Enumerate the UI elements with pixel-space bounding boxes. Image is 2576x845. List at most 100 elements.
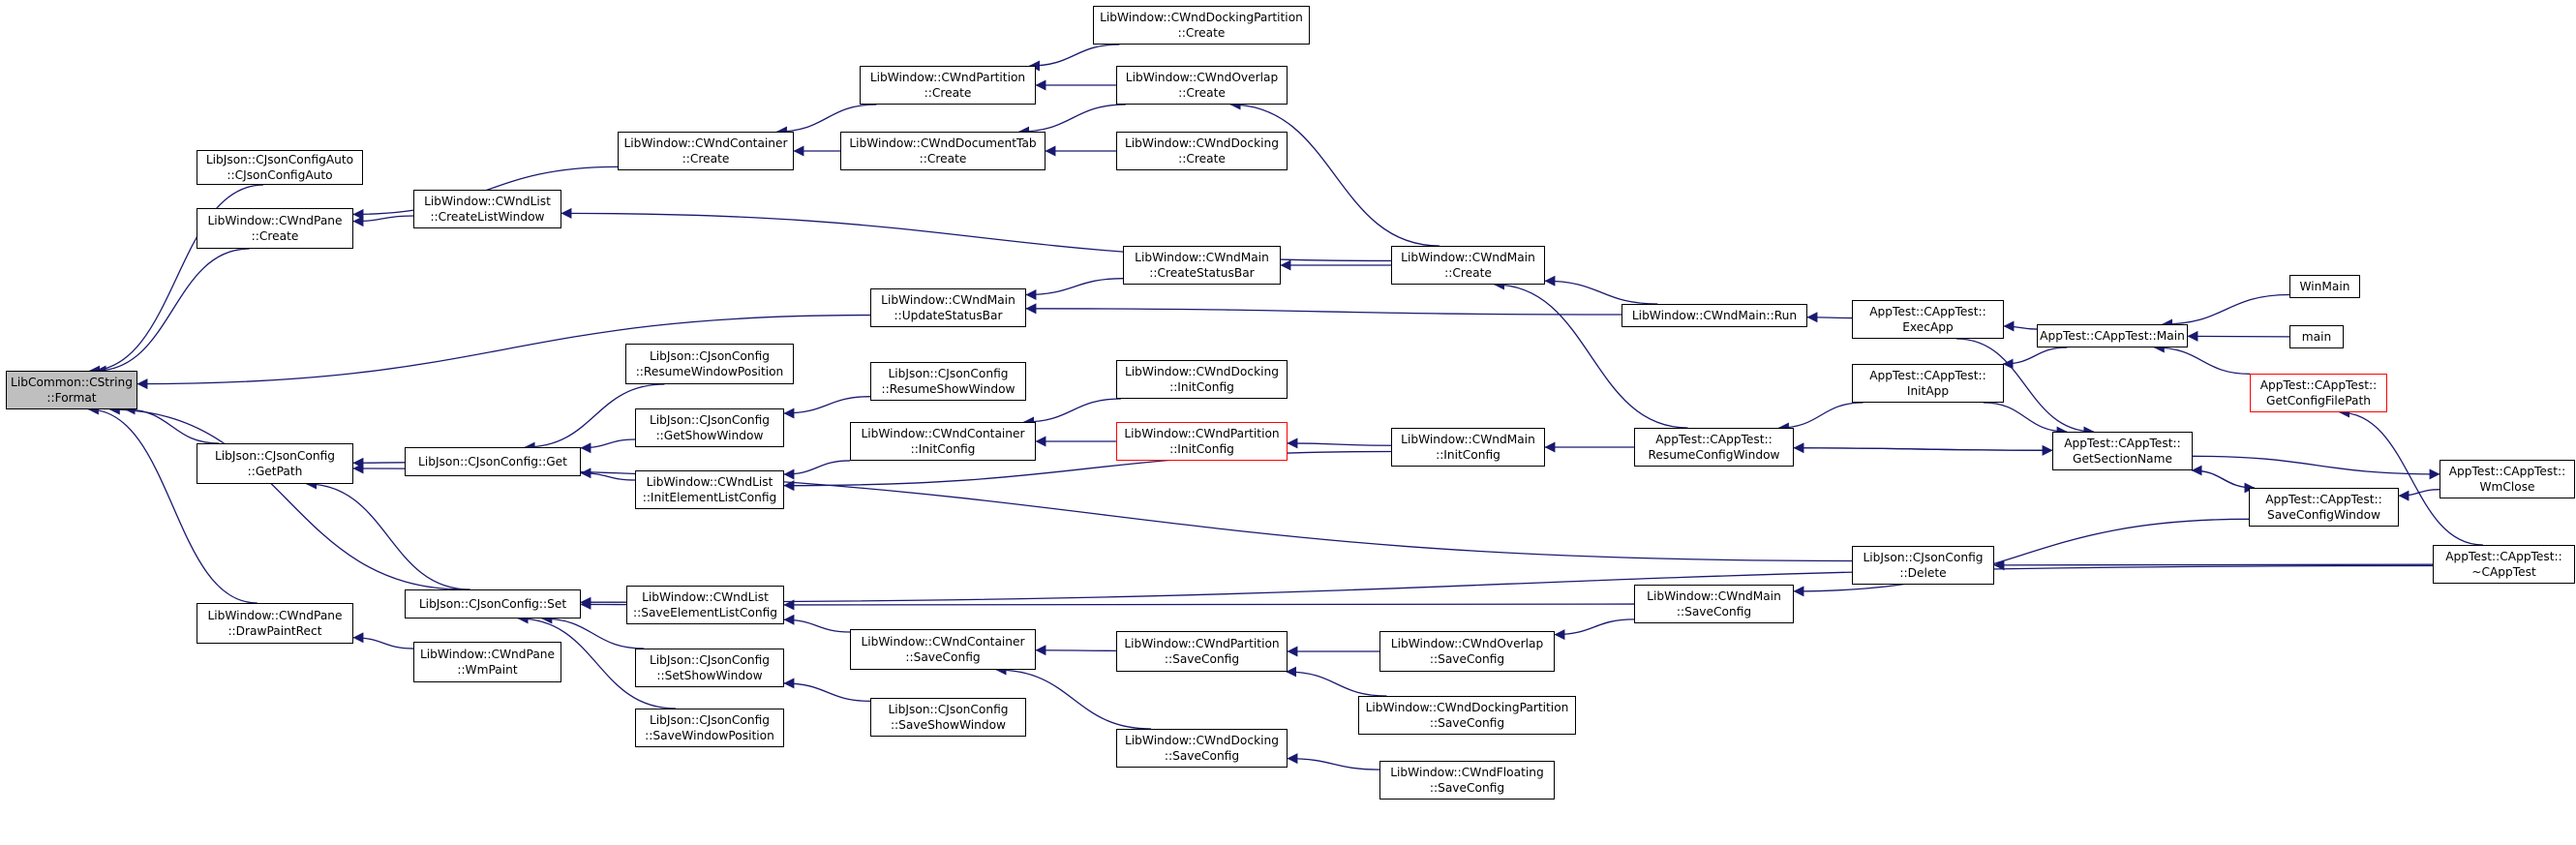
node-label-line1: AppTest::CAppTest::Main [2040,329,2185,343]
edge-wndpane-wmpaint-to-wndpane-drawpaintrect [352,632,414,649]
edge-wnddockingpartition-create-to-wndpartition-create [1028,44,1120,72]
node-label-line1: LibWindow::CWndMain [1647,589,1781,603]
node-wndoverlap-create[interactable]: LibWindow::CWndOverlap::Create [1116,66,1288,105]
node-label-line1: LibJson::CJsonConfig [1863,551,1984,564]
node-label-line2: ::ResumeWindowPosition [635,365,784,378]
node-label-line2: ~CAppTest [2471,565,2536,579]
edge-wndmain-run-to-wndmain-updatestatusbar [1025,303,1622,316]
edge-getsectionname-to-wmclose [2192,455,2440,480]
node-wndpane-wmpaint[interactable]: LibWindow::CWndPane::WmPaint [413,642,561,682]
edge-destructor-to-getconfigfilepath [2339,407,2483,546]
node-label-line2: ::InitConfig [1436,448,1500,462]
node-label-line1: LibWindow::CWndMain [1401,251,1535,264]
node-initelementlistconfig[interactable]: LibWindow::CWndList::InitElementListConf… [635,470,784,509]
node-getconfigfilepath[interactable]: AppTest::CAppTest::GetConfigFilePath [2250,374,2387,412]
node-wndmain-createstatusbar[interactable]: LibWindow::CWndMain::CreateStatusBar [1123,246,1281,285]
node-wndmain-updatestatusbar[interactable]: LibWindow::CWndMain::UpdateStatusBar [870,288,1026,327]
node-resumeconfigwindow[interactable]: AppTest::CAppTest::ResumeConfigWindow [1634,428,1794,467]
edge-wndoverlap-create-to-wnddocumenttab-create [1018,104,1126,137]
edge-resumeconfigwindow-to-wndmain-create [1493,279,1688,429]
node-label-line2: ::GetShowWindow [655,429,764,442]
node-wndmain-saveconfig[interactable]: LibWindow::CWndMain::SaveConfig [1634,585,1794,623]
node-wndpartition-saveconfig[interactable]: LibWindow::CWndPartition::SaveConfig [1116,631,1288,672]
node-wndcontainer-initconfig[interactable]: LibWindow::CWndContainer::InitConfig [850,422,1036,461]
node-label-line1: AppTest::CAppTest:: [2064,437,2181,450]
node-getsectionname[interactable]: AppTest::CAppTest::GetSectionName [2052,432,2193,470]
edge-setshowwindow-to-jsonconfig-set [541,613,645,649]
node-initapp[interactable]: AppTest::CAppTest::InitApp [1852,364,2004,403]
node-resumeshowwindow[interactable]: LibJson::CJsonConfig::ResumeShowWindow [870,362,1026,401]
edge-wndpartition-saveconfig-to-wndcontainer-saveconfig [1035,645,1117,656]
node-wnddockingpartition-saveconfig[interactable]: LibWindow::CWndDockingPartition::SaveCon… [1358,696,1576,735]
node-jsonconfig-delete[interactable]: LibJson::CJsonConfig::Delete [1852,546,1994,585]
node-main[interactable]: main [2289,325,2344,348]
node-saveelementlistconfig[interactable]: LibWindow::CWndList::SaveElementListConf… [626,586,784,624]
node-label-line2: ::SaveConfig [1164,652,1240,666]
node-label-line1: LibWindow::CWndDocking [1125,365,1279,378]
node-saveconfigwindow[interactable]: AppTest::CAppTest::SaveConfigWindow [2249,488,2399,527]
node-jsonconfig-set[interactable]: LibJson::CJsonConfig::Set [405,589,581,619]
edge-wndcontainer-initconfig-to-initelementlistconfig [783,460,851,480]
node-label-line1: LibJson::CJsonConfig [888,703,1009,716]
node-label-line2: ::SaveConfig [1429,652,1505,666]
node-wndmain-run[interactable]: LibWindow::CWndMain::Run [1621,304,1807,327]
node-savewindowposition[interactable]: LibJson::CJsonConfig::SaveWindowPosition [635,709,784,747]
node-execapp[interactable]: AppTest::CAppTest::ExecApp [1852,300,2004,339]
node-label-line2: ::Create [924,86,972,100]
edge-initapp-to-resumeconfigwindow [1777,402,1864,434]
node-wnddocking-saveconfig[interactable]: LibWindow::CWndDocking::SaveConfig [1116,729,1288,768]
node-wnddocking-initconfig[interactable]: LibWindow::CWndDocking::InitConfig [1116,360,1288,399]
node-jsonconfig-getpath[interactable]: LibJson::CJsonConfig::GetPath [197,443,353,484]
edge-wndcontainer-saveconfig-to-saveelementlistconfig [783,614,851,633]
node-label-line2: ::SaveConfig [1676,605,1752,619]
node-label-line2: ::Create [919,152,967,166]
node-wndmain-create[interactable]: LibWindow::CWndMain::Create [1391,246,1545,285]
edge-wndmain-run-to-wndmain-create [1544,275,1658,305]
edge-wndlist-createlistwindow-to-wndpane-create [352,215,414,227]
node-label-line1: AppTest::CAppTest:: [1869,369,1986,382]
edge-saveshowwindow-to-setshowwindow [783,678,871,702]
node-jsonconfig-get[interactable]: LibJson::CJsonConfig::Get [405,447,581,476]
node-label-line1: AppTest::CAppTest:: [1869,305,1986,318]
node-wndlist-createlistwindow[interactable]: LibWindow::CWndList::CreateListWindow [413,190,561,228]
node-wndpartition-initconfig[interactable]: LibWindow::CWndPartition::InitConfig [1116,422,1288,461]
node-wndoverlap-saveconfig[interactable]: LibWindow::CWndOverlap::SaveConfig [1379,631,1555,672]
node-setshowwindow[interactable]: LibJson::CJsonConfig::SetShowWindow [635,649,784,687]
node-wnddocumenttab-create[interactable]: LibWindow::CWndDocumentTab::Create [840,132,1046,170]
edge-resumeconfigwindow-to-getsectionname [1793,444,2053,456]
node-getshowwindow[interactable]: LibJson::CJsonConfig::GetShowWindow [635,408,784,447]
node-wndmain-initconfig[interactable]: LibWindow::CWndMain::InitConfig [1391,428,1545,467]
node-label-line2: ExecApp [1902,320,1954,334]
node-label-line1: LibWindow::CWndContainer [861,635,1025,649]
node-wndpane-drawpaintrect[interactable]: LibWindow::CWndPane::DrawPaintRect [197,603,353,644]
node-label-line1: LibWindow::CWndPane [207,609,343,622]
node-label-line2: GetConfigFilePath [2266,394,2371,407]
node-wndcontainer-create[interactable]: LibWindow::CWndContainer::Create [618,132,794,170]
node-wnddocking-create[interactable]: LibWindow::CWndDocking::Create [1116,132,1288,170]
edge-wndmain-initconfig-to-wndpartition-initconfig [1287,438,1392,449]
node-label-line2: ::CJsonConfigAuto [227,168,333,182]
node-destructor[interactable]: AppTest::CAppTest::~CAppTest [2433,545,2575,584]
node-wndpane-create[interactable]: LibWindow::CWndPane::Create [197,208,353,249]
node-label-line1: LibJson::CJsonConfig::Set [418,597,567,611]
node-wndpartition-create[interactable]: LibWindow::CWndPartition::Create [860,66,1036,105]
node-resumewindowposition[interactable]: LibJson::CJsonConfig::ResumeWindowPositi… [625,344,794,384]
node-wmclose[interactable]: AppTest::CAppTest::WmClose [2440,460,2575,498]
node-apptest-main[interactable]: AppTest::CAppTest::Main [2037,324,2188,347]
node-label-line2: ::SaveConfig [1429,716,1505,730]
node-label-line1: LibWindow::CWndPane [207,214,343,227]
node-wnddockingpartition-create[interactable]: LibWindow::CWndDockingPartition::Create [1093,6,1310,45]
node-winmain[interactable]: WinMain [2289,275,2360,298]
node-label-line1: LibWindow::CWndDocking [1125,136,1279,150]
node-saveshowwindow[interactable]: LibJson::CJsonConfig::SaveShowWindow [870,698,1026,737]
node-wndfloating-saveconfig[interactable]: LibWindow::CWndFloating::SaveConfig [1379,761,1555,800]
node-label-line1: LibJson::CJsonConfig [650,413,770,427]
node-label-line1: LibWindow::CWndOverlap [1125,71,1279,84]
node-wndcontainer-saveconfig[interactable]: LibWindow::CWndContainer::SaveConfig [850,629,1036,670]
node-label-line2: ::ResumeShowWindow [881,382,1015,396]
edge-execapp-to-getsectionname [1956,338,2095,438]
node-label-line2: ::SaveElementListConfig [633,606,777,619]
node-jsonconfigauto[interactable]: LibJson::CJsonConfigAuto::CJsonConfigAut… [197,150,363,185]
